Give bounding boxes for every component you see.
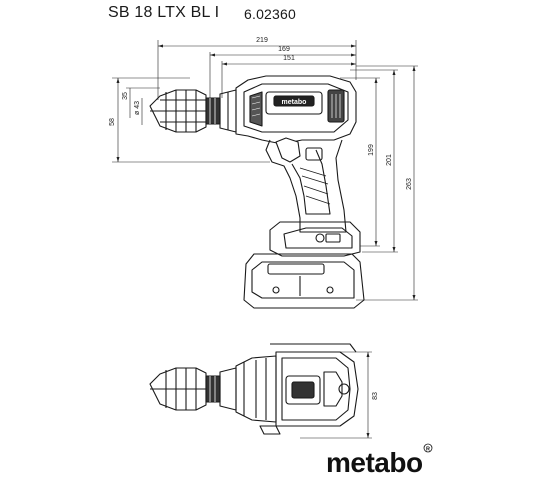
battery-pack: [243, 253, 365, 309]
battery-mount: [269, 221, 361, 257]
drill-top-view: [149, 343, 359, 435]
dim-top-width: 83: [372, 392, 379, 400]
dim-chuck-height: 58: [109, 118, 116, 126]
tool-brand-label: metabo: [282, 99, 307, 106]
motor-housing: metabo: [235, 75, 357, 145]
article-number: 6.02360: [244, 6, 297, 22]
dim-height-mid: 201: [386, 154, 393, 166]
dim-overall-length: 219: [256, 37, 268, 44]
metabo-logo: metabo R: [326, 443, 433, 478]
drill-side-view: metabo: [149, 75, 365, 309]
chuck: [149, 89, 237, 133]
dim-length-mid: 169: [278, 46, 290, 53]
dim-length-short: 151: [283, 55, 295, 62]
registered-mark-icon: [423, 443, 433, 453]
registered-mark-letter: R: [426, 447, 430, 453]
dim-height-total: 263: [406, 178, 413, 190]
handle: [265, 137, 347, 233]
dim-chuck-offset: 35: [122, 92, 129, 100]
dim-chuck-diameter: ø 43: [134, 101, 141, 115]
brand-logo: metabo: [326, 447, 423, 478]
model-title: SB 18 LTX BL I: [108, 4, 220, 21]
chuck-top: [149, 367, 237, 411]
dim-height-body: 199: [368, 144, 375, 156]
body-top: [235, 343, 359, 435]
